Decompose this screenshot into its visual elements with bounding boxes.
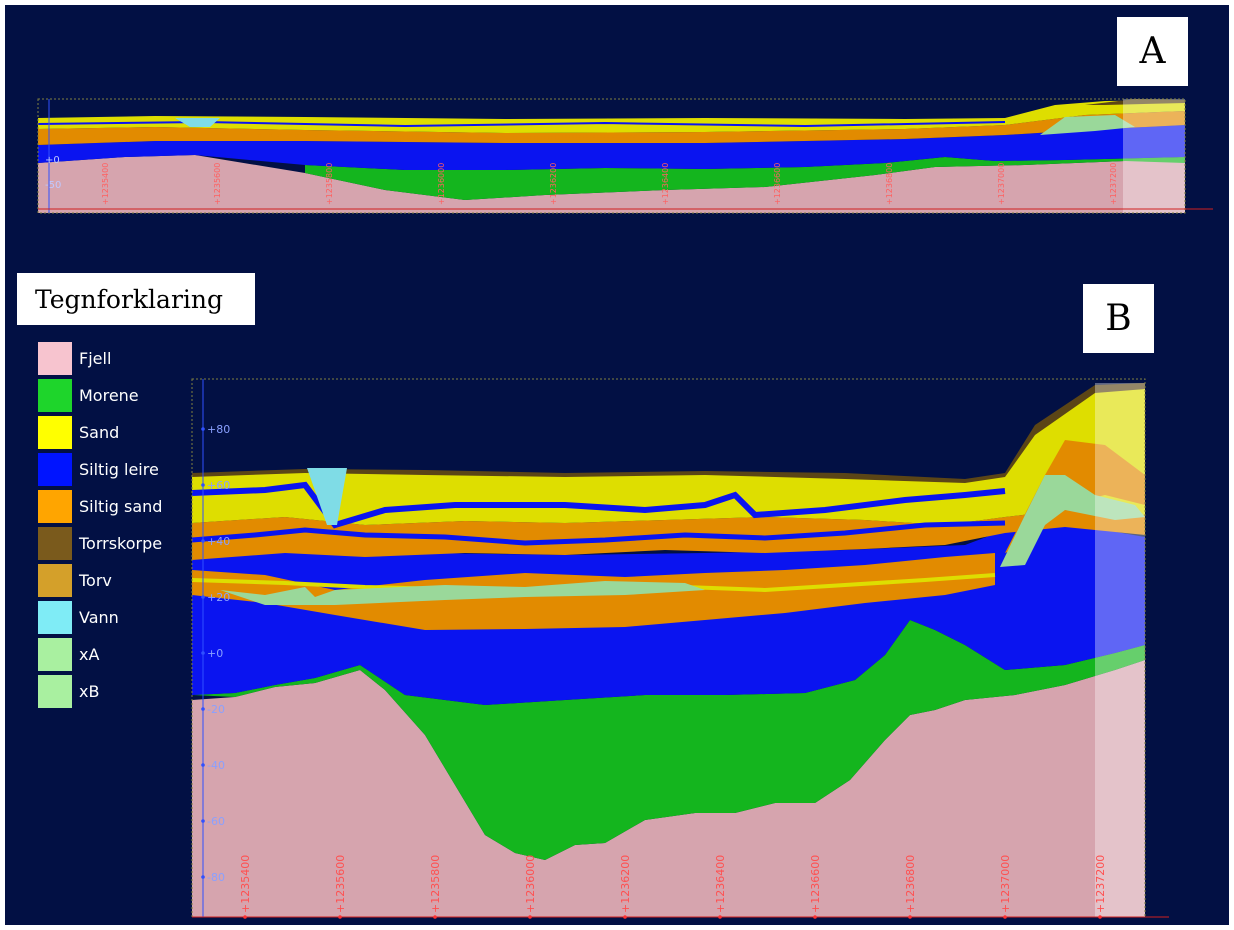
legend: Fjell Morene Sand Siltig leire Siltig sa… bbox=[38, 342, 188, 712]
legend-swatch-morene bbox=[38, 379, 72, 412]
legend-item-morene: Morene bbox=[38, 379, 188, 412]
overview-x-tick-label: +1236800 bbox=[885, 163, 894, 205]
overview-x-ticks: +1235400 +1235600 +1235800 +1236000 +1236200… bbox=[101, 163, 1118, 205]
panel-a-label: A bbox=[1117, 17, 1188, 86]
legend-label-siltig-sand: Siltig sand bbox=[79, 497, 163, 516]
legend-title: Tegnforklaring bbox=[17, 273, 255, 325]
legend-label-fjell: Fjell bbox=[79, 349, 112, 368]
overview-sand-stripe bbox=[37, 131, 1006, 140]
overview-x-tick-label: +1235600 bbox=[213, 163, 222, 205]
legend-swatch-sand bbox=[38, 416, 72, 449]
legend-label-sand: Sand bbox=[79, 423, 120, 442]
legend-item-vann: Vann bbox=[38, 601, 188, 634]
legend-item-xa: xA bbox=[38, 638, 188, 671]
legend-swatch-torrskorpe bbox=[38, 527, 72, 560]
legend-label-xb: xB bbox=[79, 682, 100, 701]
figure-background: A B bbox=[5, 5, 1229, 925]
legend-item-siltig-sand: Siltig sand bbox=[38, 490, 188, 523]
legend-swatch-fjell bbox=[38, 342, 72, 375]
overview-x-tick-label: +1236400 bbox=[661, 163, 670, 205]
overview-x-tick-label: +1236200 bbox=[549, 163, 558, 205]
overview-crust bbox=[1085, 99, 1185, 105]
overview-moraine bbox=[305, 157, 1185, 200]
overview-cross-section: +1235400 +1235600 +1235800 +1236000 +1236200… bbox=[37, 98, 1213, 214]
legend-swatch-xb bbox=[38, 675, 72, 708]
overview-silty-clay bbox=[38, 125, 1185, 170]
overview-x-tick-label: +1236000 bbox=[437, 163, 446, 205]
overview-layers bbox=[37, 98, 1213, 214]
legend-item-siltig-leire: Siltig leire bbox=[38, 453, 188, 486]
overview-extent bbox=[37, 98, 1186, 214]
legend-label-morene: Morene bbox=[79, 386, 139, 405]
overview-y-tick-1: -50 bbox=[45, 180, 61, 191]
legend-item-fjell: Fjell bbox=[38, 342, 188, 375]
legend-label-xa: xA bbox=[79, 645, 100, 664]
overview-x-tick-label: +1236600 bbox=[773, 163, 782, 205]
legend-label-vann: Vann bbox=[79, 608, 119, 627]
overview-x-tick-label: +1237000 bbox=[997, 163, 1006, 205]
legend-swatch-vann bbox=[38, 601, 72, 634]
legend-label-torrskorpe: Torrskorpe bbox=[79, 534, 163, 553]
overview-x-tick-label: +1235800 bbox=[325, 163, 334, 205]
legend-label-siltig-leire: Siltig leire bbox=[79, 460, 159, 479]
panel-b-label: B bbox=[1083, 284, 1154, 353]
overview-bedrock bbox=[38, 155, 1185, 213]
legend-item-xb: xB bbox=[38, 675, 188, 708]
legend-item-torrskorpe: Torrskorpe bbox=[38, 527, 188, 560]
legend-swatch-siltig-sand bbox=[38, 490, 72, 523]
legend-swatch-xa bbox=[38, 638, 72, 671]
overview-clay-stripe bbox=[37, 120, 1006, 128]
overview-xa bbox=[1040, 115, 1135, 135]
overview-x-tick-label: +1237200 bbox=[1109, 163, 1118, 205]
overview-water bbox=[175, 118, 220, 127]
legend-swatch-siltig-leire bbox=[38, 453, 72, 486]
legend-swatch-torv bbox=[38, 564, 72, 597]
overview-x-tick-label: +1235400 bbox=[101, 163, 110, 205]
overview-highlight bbox=[1123, 99, 1185, 213]
legend-item-sand: Sand bbox=[38, 416, 188, 449]
legend-item-torv: Torv bbox=[38, 564, 188, 597]
overview-y-tick-0: +0 bbox=[45, 155, 60, 166]
legend-label-torv: Torv bbox=[79, 571, 112, 590]
